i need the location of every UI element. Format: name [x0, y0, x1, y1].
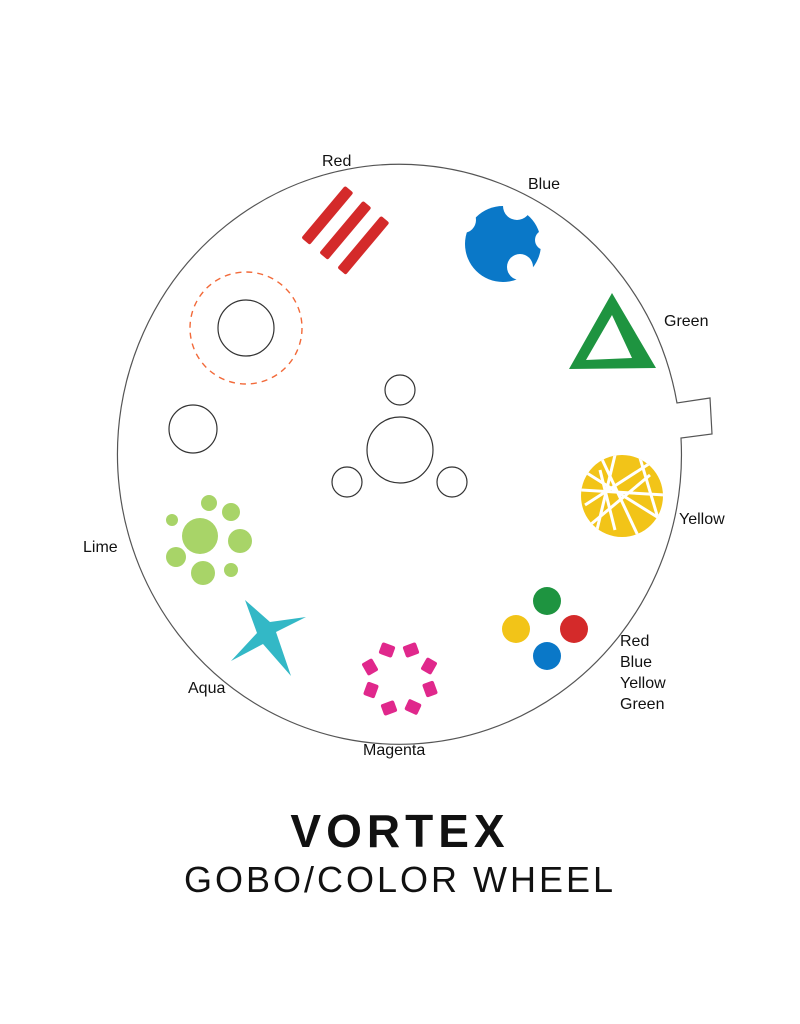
yellow-crosshatch-gobo — [581, 455, 663, 537]
green-triangle-gobo — [569, 293, 656, 369]
label-blue: Blue — [528, 176, 560, 193]
plain-hole — [168, 404, 218, 454]
hub-top-hole — [384, 374, 416, 406]
red-stripes-gobo — [302, 186, 389, 275]
hub-center-hole — [366, 416, 434, 484]
open-position-dashed-ring — [189, 271, 303, 385]
product-subtitle: GOBO/COLOR WHEEL — [183, 859, 617, 900]
hub-right-hole — [436, 466, 468, 498]
blue-gobo — [465, 206, 541, 282]
label-multi-blue: Blue — [620, 654, 652, 671]
title-block: VORTEX GOBO/COLOR WHEEL — [0, 805, 800, 901]
lime-dots-gobo — [166, 495, 252, 585]
label-red: Red — [322, 153, 351, 170]
label-magenta: Magenta — [363, 742, 425, 759]
label-lime: Lime — [83, 539, 118, 556]
label-yellow: Yellow — [679, 511, 725, 528]
label-multi-yellow: Yellow — [620, 675, 666, 692]
label-multi-red: Red — [620, 633, 649, 650]
aqua-star-gobo — [231, 600, 306, 676]
magenta-squares-gobo — [362, 642, 438, 716]
hub-left-hole — [331, 466, 363, 498]
label-aqua: Aqua — [188, 680, 225, 697]
wheel-outline — [116, 163, 713, 745]
multi-color-dots-gobo — [502, 587, 588, 670]
gobo-color-wheel-diagram: Red Blue Green Yellow Red Blue Yellow Gr… — [83, 153, 725, 759]
label-green: Green — [664, 313, 708, 330]
label-multi-green: Green — [620, 696, 664, 713]
product-title: VORTEX — [290, 805, 510, 857]
open-position-hole — [217, 299, 275, 357]
